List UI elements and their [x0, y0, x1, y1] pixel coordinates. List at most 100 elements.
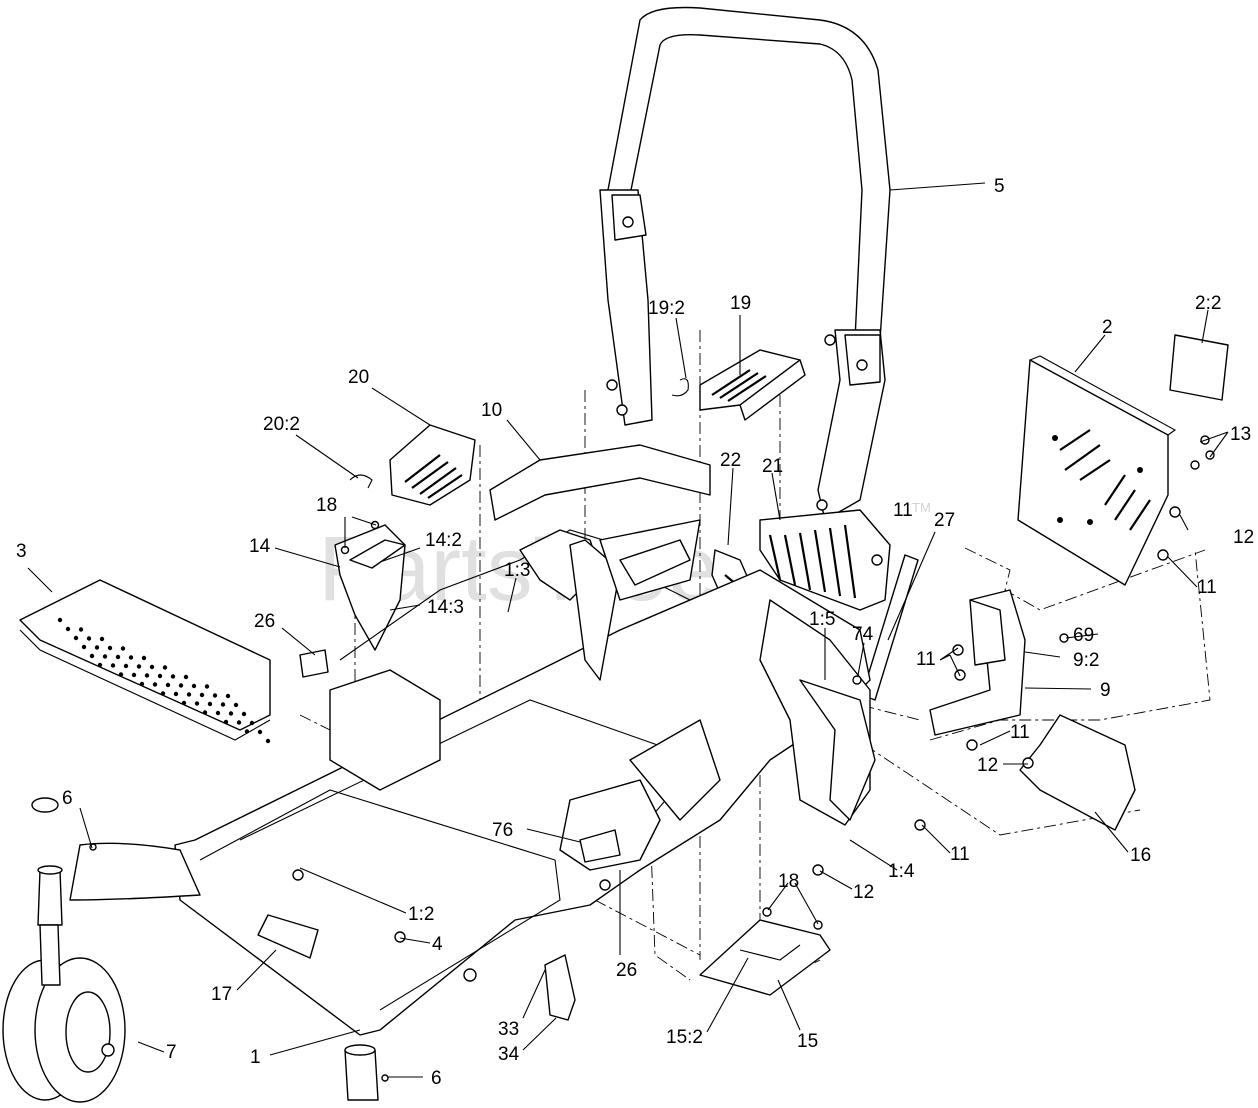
floor-plate-hole — [199, 692, 205, 698]
callout-15-2: 15:2 — [666, 1027, 703, 1048]
callout-6b: 6 — [431, 1068, 442, 1089]
floor-plate-hole — [202, 710, 208, 715]
rear-plate — [1017, 355, 1177, 586]
callout-14-3: 14:3 — [427, 597, 464, 618]
callout-1-5: 1:5 — [809, 609, 835, 630]
bracket-33-34 — [544, 954, 576, 1021]
floor-plate-hole — [236, 720, 242, 725]
floor-plate-hole — [120, 646, 126, 651]
floor-plate-hole — [107, 645, 113, 651]
floor-plate-hole — [128, 655, 134, 660]
decal-17 — [257, 914, 319, 959]
callout-1-3: 1:3 — [504, 560, 530, 581]
callout-17: 17 — [211, 984, 232, 1005]
leader-lines — [27, 182, 1229, 1078]
decal-2-2 — [1169, 334, 1229, 401]
grille-20 — [389, 424, 476, 506]
fasteners — [89, 506, 1181, 1082]
floor-plate-hole — [244, 729, 250, 734]
floor-plate-hole — [249, 720, 255, 726]
callout-6a: 6 — [62, 788, 73, 809]
floor-plate-hole — [65, 626, 71, 632]
callout-14-2: 14:2 — [425, 530, 462, 551]
callout-19: 19 — [730, 293, 751, 314]
callout-9: 9 — [1100, 680, 1111, 701]
floor-plate-hole — [186, 692, 192, 697]
floor-plate-hole — [118, 672, 124, 677]
grille-19 — [699, 349, 806, 421]
callout-1-4: 1:4 — [888, 861, 915, 882]
floor-plate-hole — [183, 674, 189, 680]
floor-plate-hole — [215, 710, 221, 716]
bumper-9 — [929, 589, 1026, 736]
callout-12b: 12 — [977, 755, 998, 776]
callout-labels: 5 19:2 19 2:2 2 20 10 20:2 13 22 21 18 1… — [16, 176, 1254, 1089]
floor-plate-hole — [136, 664, 142, 669]
callout-11b: 11 — [1197, 577, 1217, 598]
floor-plate-hole — [149, 664, 155, 670]
callout-12c: 12 — [853, 882, 874, 903]
floor-plate-hole — [139, 681, 145, 687]
floor-plate-hole — [152, 682, 158, 687]
floor-plate-hole — [81, 644, 87, 650]
bracket-16 — [1019, 714, 1136, 831]
callout-74: 74 — [852, 624, 874, 645]
callout-21: 21 — [762, 456, 783, 477]
floor-plate-hole — [257, 729, 263, 735]
clip-19-2 — [671, 378, 689, 397]
channel-10 — [489, 444, 711, 521]
callout-20-2: 20:2 — [263, 414, 300, 435]
floor-plate-hole — [241, 711, 247, 717]
floor-plate-hole — [178, 683, 184, 688]
callout-15: 15 — [797, 1031, 818, 1052]
callout-26b: 26 — [616, 960, 637, 981]
callout-2-2: 2:2 — [1195, 293, 1221, 314]
bracket-14 — [334, 524, 406, 651]
callout-5: 5 — [994, 176, 1005, 197]
callout-18a: 18 — [316, 495, 337, 516]
floor-plate-hole — [131, 672, 137, 678]
callout-7: 7 — [166, 1042, 177, 1063]
floor-plate-hole — [225, 693, 231, 699]
callout-10: 10 — [481, 400, 502, 421]
callout-20: 20 — [348, 367, 369, 388]
main-frame-1 — [69, 519, 876, 1036]
plate-15 — [699, 919, 831, 996]
floor-plate-hole — [102, 654, 108, 659]
floor-plate-hole — [228, 711, 234, 716]
floor-plate-hole — [160, 691, 166, 696]
floor-plate-hole — [123, 663, 129, 669]
caster-sleeve-6 — [344, 1044, 379, 1101]
callout-3: 3 — [16, 541, 27, 562]
callout-14: 14 — [249, 536, 271, 557]
clip-20-2 — [349, 474, 373, 489]
floor-plate-hole — [181, 700, 187, 706]
callout-18b: 18 — [778, 871, 799, 892]
floor-plate-hole — [265, 738, 271, 744]
callout-2: 2 — [1102, 317, 1113, 338]
callout-26a: 26 — [254, 611, 275, 632]
callout-13: 13 — [1230, 424, 1251, 445]
callout-11d: 11 — [1010, 722, 1030, 743]
floor-plate-hole — [207, 701, 213, 707]
floor-plate-hole — [173, 691, 179, 697]
floor-plate-hole — [191, 683, 197, 689]
strap-27 — [861, 554, 919, 701]
callout-33: 33 — [498, 1019, 519, 1040]
callout-11a: 11 — [893, 500, 913, 521]
floor-plate-hole — [212, 693, 218, 698]
callout-16: 16 — [1130, 845, 1151, 866]
watermark-trademark: TM — [912, 500, 931, 515]
floor-plate-3 — [19, 579, 271, 744]
callout-9-2: 9:2 — [1073, 650, 1099, 671]
floor-plate-hole — [170, 674, 176, 679]
callout-11e: 11 — [950, 844, 970, 865]
callout-4: 4 — [432, 934, 443, 955]
floor-plate-hole — [115, 654, 121, 660]
floor-plate-hole — [233, 702, 239, 708]
floor-plate-hole — [220, 702, 226, 707]
floor-plate-hole — [89, 653, 95, 659]
floor-plate-hole — [144, 673, 150, 678]
floor-plate-hole — [223, 719, 229, 725]
